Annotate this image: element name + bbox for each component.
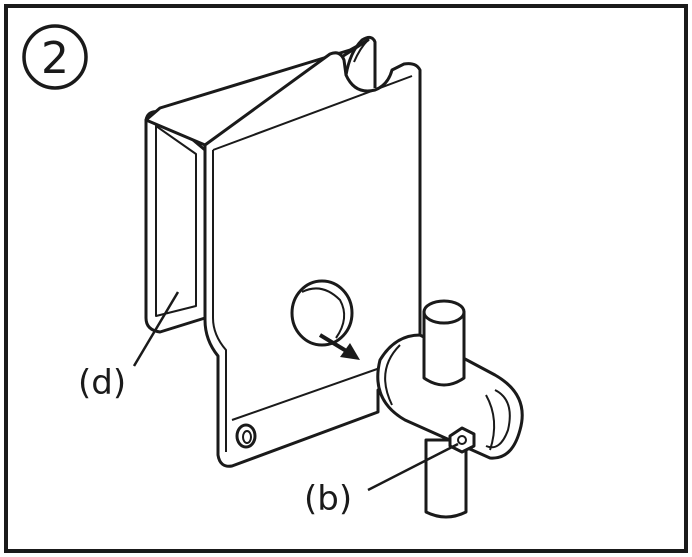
rod-upper — [422, 310, 466, 387]
direction-arrow — [318, 333, 360, 360]
bracket-front-plate — [203, 51, 422, 468]
leader-line-b — [367, 442, 459, 492]
rod-clamp-assembly — [376, 299, 524, 519]
bracket-notch — [344, 35, 377, 88]
rod-lower — [424, 438, 468, 519]
leader-line-d — [132, 291, 180, 367]
label-d: (d) — [78, 363, 126, 403]
label-b: (b) — [304, 479, 352, 519]
step-number: 2 — [41, 33, 69, 84]
step-badge: 2 — [22, 24, 88, 90]
bracket — [144, 35, 422, 468]
clamp-body — [376, 333, 524, 460]
